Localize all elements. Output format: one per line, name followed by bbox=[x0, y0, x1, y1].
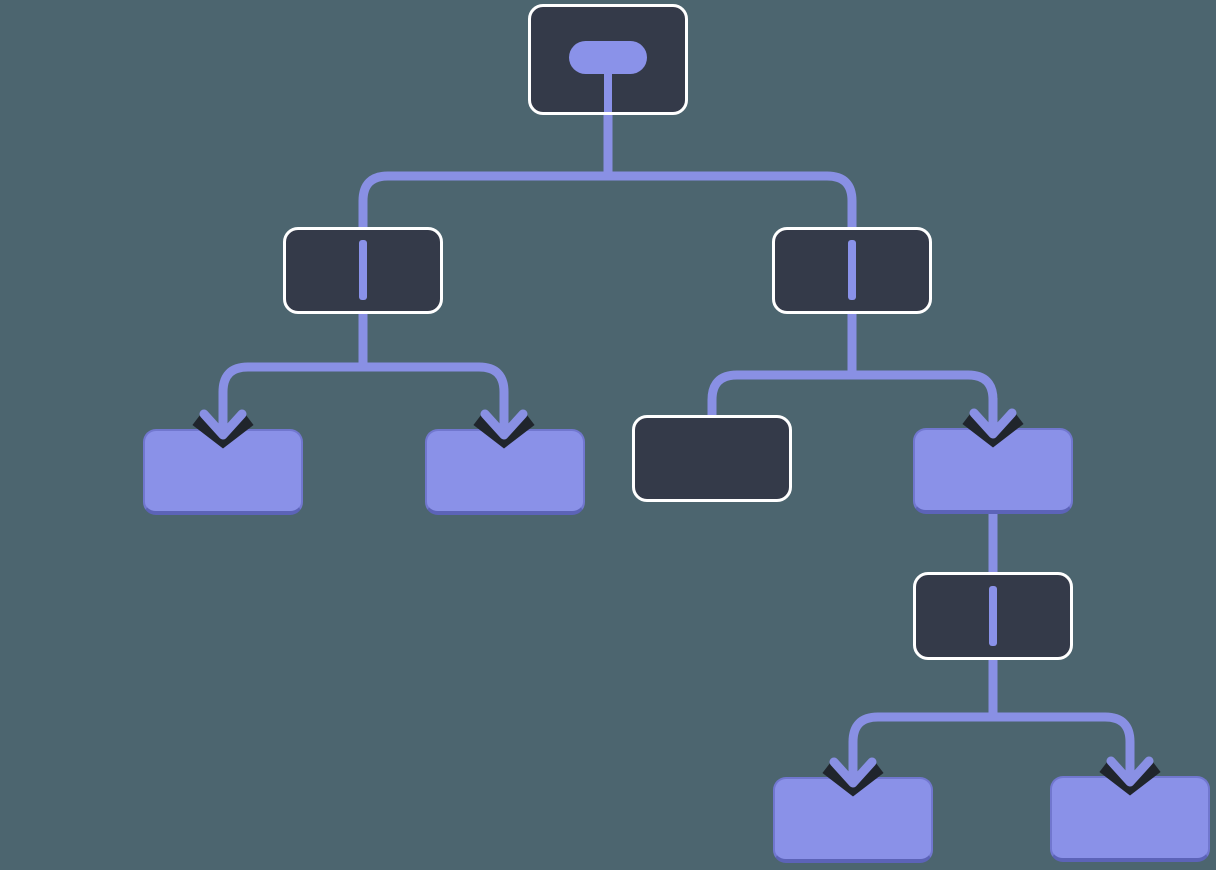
node-branch-bottom[interactable] bbox=[913, 572, 1073, 660]
chevron-arrow-icon bbox=[822, 747, 884, 797]
chevron-arrow-icon bbox=[1099, 746, 1161, 796]
edge-right-splitter bbox=[707, 370, 998, 432]
divider-bar-icon bbox=[848, 240, 856, 300]
edge-left-splitter bbox=[218, 362, 509, 432]
edge-bottom-splitter bbox=[848, 712, 1135, 780]
divider-bar-icon bbox=[989, 586, 997, 646]
chevron-arrow-icon bbox=[192, 399, 254, 449]
node-branch-right[interactable] bbox=[772, 227, 932, 314]
edge-top-splitter bbox=[358, 171, 857, 232]
chevron-arrow-icon bbox=[962, 398, 1024, 448]
node-root[interactable] bbox=[528, 4, 688, 115]
root-icon bbox=[569, 41, 647, 112]
node-branch-left[interactable] bbox=[283, 227, 443, 314]
node-right-dark[interactable] bbox=[632, 415, 792, 502]
divider-bar-icon bbox=[359, 240, 367, 300]
chevron-arrow-icon bbox=[473, 399, 535, 449]
